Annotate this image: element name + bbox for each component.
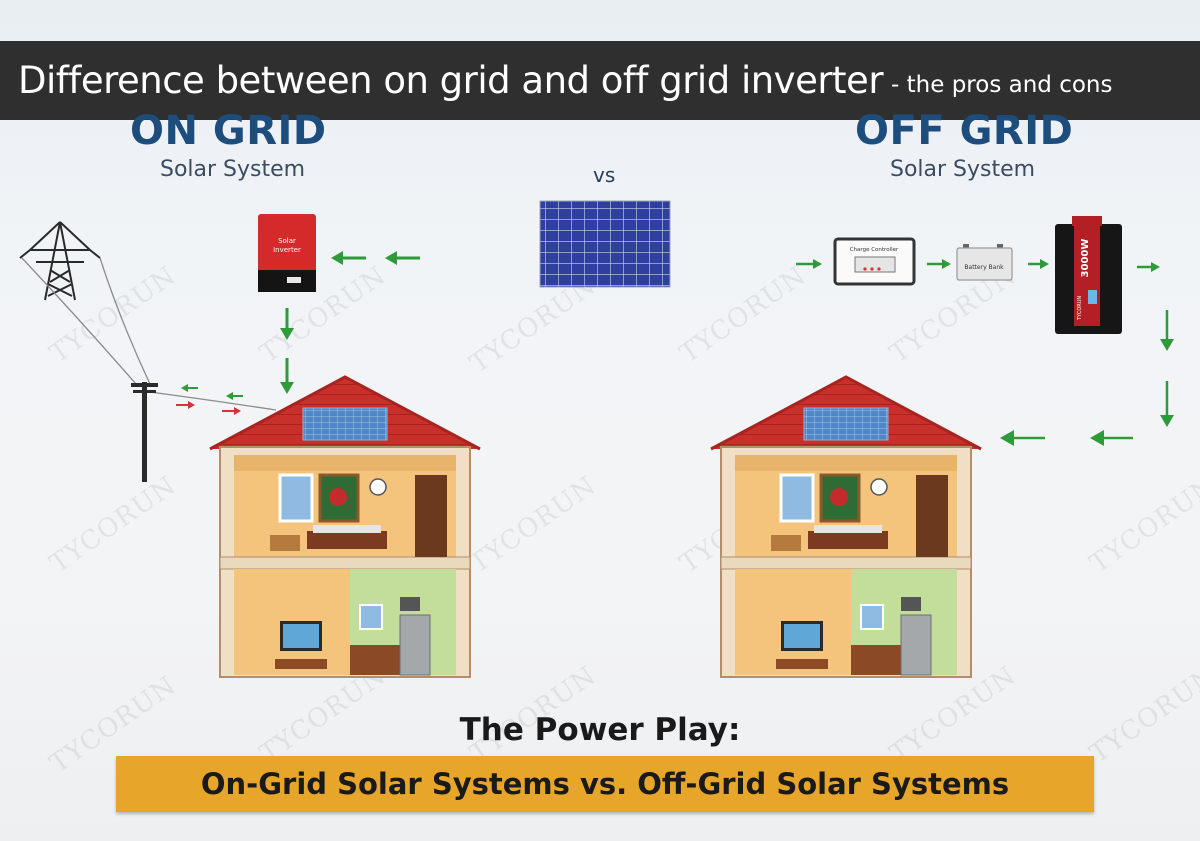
solar-inverter-icon	[258, 214, 316, 292]
power-play-heading: The Power Play:	[459, 712, 741, 748]
header-banner: Difference between on grid and off grid …	[0, 41, 1200, 120]
header-title: Difference between on grid and off grid …	[18, 59, 884, 102]
inverter-rating-label: 3000W	[1080, 239, 1091, 278]
house-on-grid-icon	[209, 375, 481, 678]
off-grid-subtitle: Solar System	[890, 157, 1036, 182]
off-grid-title: OFF GRID	[855, 108, 1074, 154]
vs-label: vs	[593, 163, 616, 187]
system-diagram: Solar Inverter Charge Controller Ba	[19, 200, 1174, 678]
flow-arrow-icon	[796, 259, 1174, 446]
charge-controller-label: Charge Controller	[850, 247, 899, 253]
comparison-banner-text: On-Grid Solar Systems vs. Off-Grid Solar…	[200, 767, 1010, 801]
utility-pole-icon	[131, 382, 158, 482]
inverter-label-line1: Solar	[278, 237, 296, 245]
power-line-icon	[21, 257, 277, 411]
charge-controller-icon	[833, 237, 916, 286]
grid-flow-arrow-icon	[176, 384, 243, 415]
house-off-grid-icon	[710, 375, 982, 678]
comparison-banner: On-Grid Solar Systems vs. Off-Grid Solar…	[116, 756, 1094, 812]
solar-panel-icon	[539, 200, 671, 288]
on-grid-subtitle: Solar System	[160, 157, 306, 182]
off-grid-inverter-icon	[1055, 216, 1122, 334]
transmission-tower-icon	[19, 221, 101, 301]
on-grid-title: ON GRID	[130, 108, 327, 154]
header-subtitle: - the pros and cons	[891, 71, 1113, 98]
battery-bank-icon	[956, 244, 1013, 281]
flow-arrow-icon	[280, 251, 420, 394]
inverter-brand-label: TYCORUN	[1077, 296, 1083, 321]
inverter-label-line2: Inverter	[273, 246, 301, 254]
battery-bank-label: Battery Bank	[964, 264, 1004, 271]
